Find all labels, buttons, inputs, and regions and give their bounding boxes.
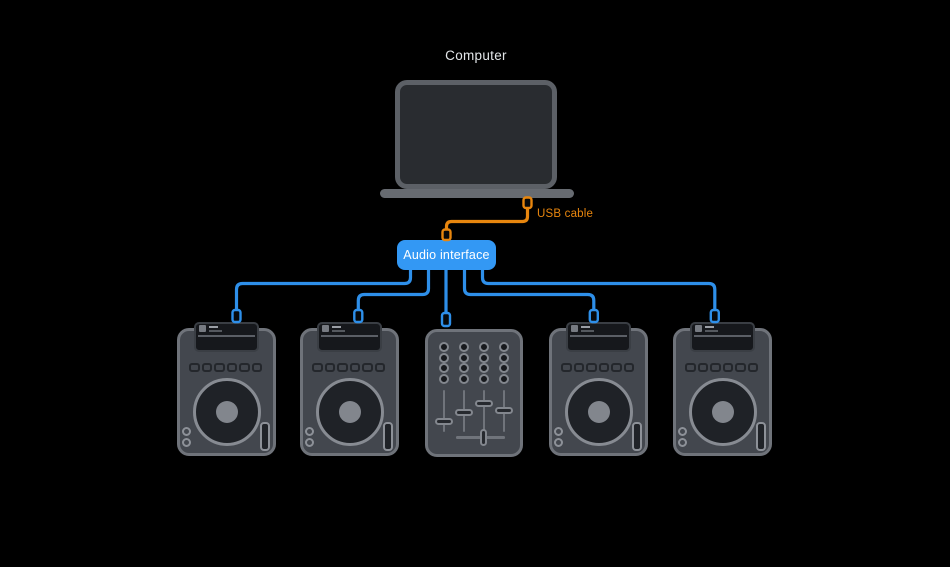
usb-plug-icon [522, 196, 533, 210]
channel-fader-track [482, 390, 486, 432]
display-divider [570, 335, 627, 337]
hot-cue-buttons [312, 363, 385, 372]
jog-wheel [315, 378, 384, 446]
computer-label: Computer [445, 48, 507, 63]
audio-interface-box: Audio interface [397, 240, 496, 270]
jog-wheel [688, 378, 757, 446]
cue-button [677, 437, 687, 447]
cable-to-cdj-2 [356, 270, 431, 311]
channel-fader-handle [495, 407, 513, 414]
channel-fader-track [442, 390, 446, 432]
track-info-line [581, 330, 594, 332]
track-title-line [209, 326, 218, 328]
channel-fader-handle [435, 418, 453, 425]
pitch-fader [632, 422, 642, 451]
track-info-line [209, 330, 222, 332]
device-mixer [425, 329, 523, 457]
cable-plug-icon [231, 308, 242, 324]
play-button [677, 426, 687, 436]
track-title-line [705, 326, 714, 328]
audio-interface-label: Audio interface [403, 248, 490, 262]
laptop-base [380, 189, 574, 198]
cue-button [304, 437, 314, 447]
pitch-fader [260, 422, 270, 451]
jog-wheel-center [215, 401, 238, 423]
cue-button [181, 437, 191, 447]
cable-to-cdj-5 [480, 270, 717, 311]
track-title-line [332, 326, 341, 328]
jog-wheel [192, 378, 261, 446]
track-art-icon [322, 325, 329, 332]
cdj-display-screen [566, 322, 631, 352]
usb-cable [444, 205, 530, 231]
jog-wheel [564, 378, 633, 446]
device-cdj-4 [549, 322, 648, 456]
cdj-display-screen [317, 322, 382, 352]
cdj-display-screen [690, 322, 755, 352]
channel-fader-handle [455, 409, 473, 416]
jog-wheel-center [711, 401, 734, 423]
display-divider [198, 335, 255, 337]
jog-wheel-center [587, 401, 610, 423]
usb-plug-icon [441, 228, 452, 242]
jog-wheel-center [338, 401, 361, 423]
cable-plug-icon [440, 311, 452, 328]
cable-to-cdj-4 [462, 270, 596, 311]
play-button [181, 426, 191, 436]
device-cdj-1 [177, 322, 276, 456]
cable-to-cdj-1 [234, 270, 413, 311]
cable-plug-icon [353, 308, 364, 324]
track-info-line [705, 330, 718, 332]
laptop-screen [395, 80, 557, 189]
cable-plug-icon [709, 308, 720, 324]
hot-cue-buttons [189, 363, 262, 372]
crossfader-handle [480, 429, 487, 446]
play-button [553, 426, 563, 436]
device-cdj-5 [673, 322, 772, 456]
channel-fader-handle [475, 400, 493, 407]
device-cdj-2 [300, 322, 399, 456]
hot-cue-buttons [685, 363, 758, 372]
usb-cable-label: USB cable [537, 208, 594, 220]
pitch-fader [383, 422, 393, 451]
track-title-line [581, 326, 590, 328]
hot-cue-buttons [561, 363, 634, 372]
cdj-display-screen [194, 322, 259, 352]
play-button [304, 426, 314, 436]
track-art-icon [695, 325, 702, 332]
display-divider [694, 335, 751, 337]
mixer-knobs [439, 342, 509, 384]
pitch-fader [756, 422, 766, 451]
cue-button [553, 437, 563, 447]
track-info-line [332, 330, 345, 332]
track-art-icon [571, 325, 578, 332]
display-divider [321, 335, 378, 337]
cable-plug-icon [588, 308, 599, 324]
track-art-icon [199, 325, 206, 332]
